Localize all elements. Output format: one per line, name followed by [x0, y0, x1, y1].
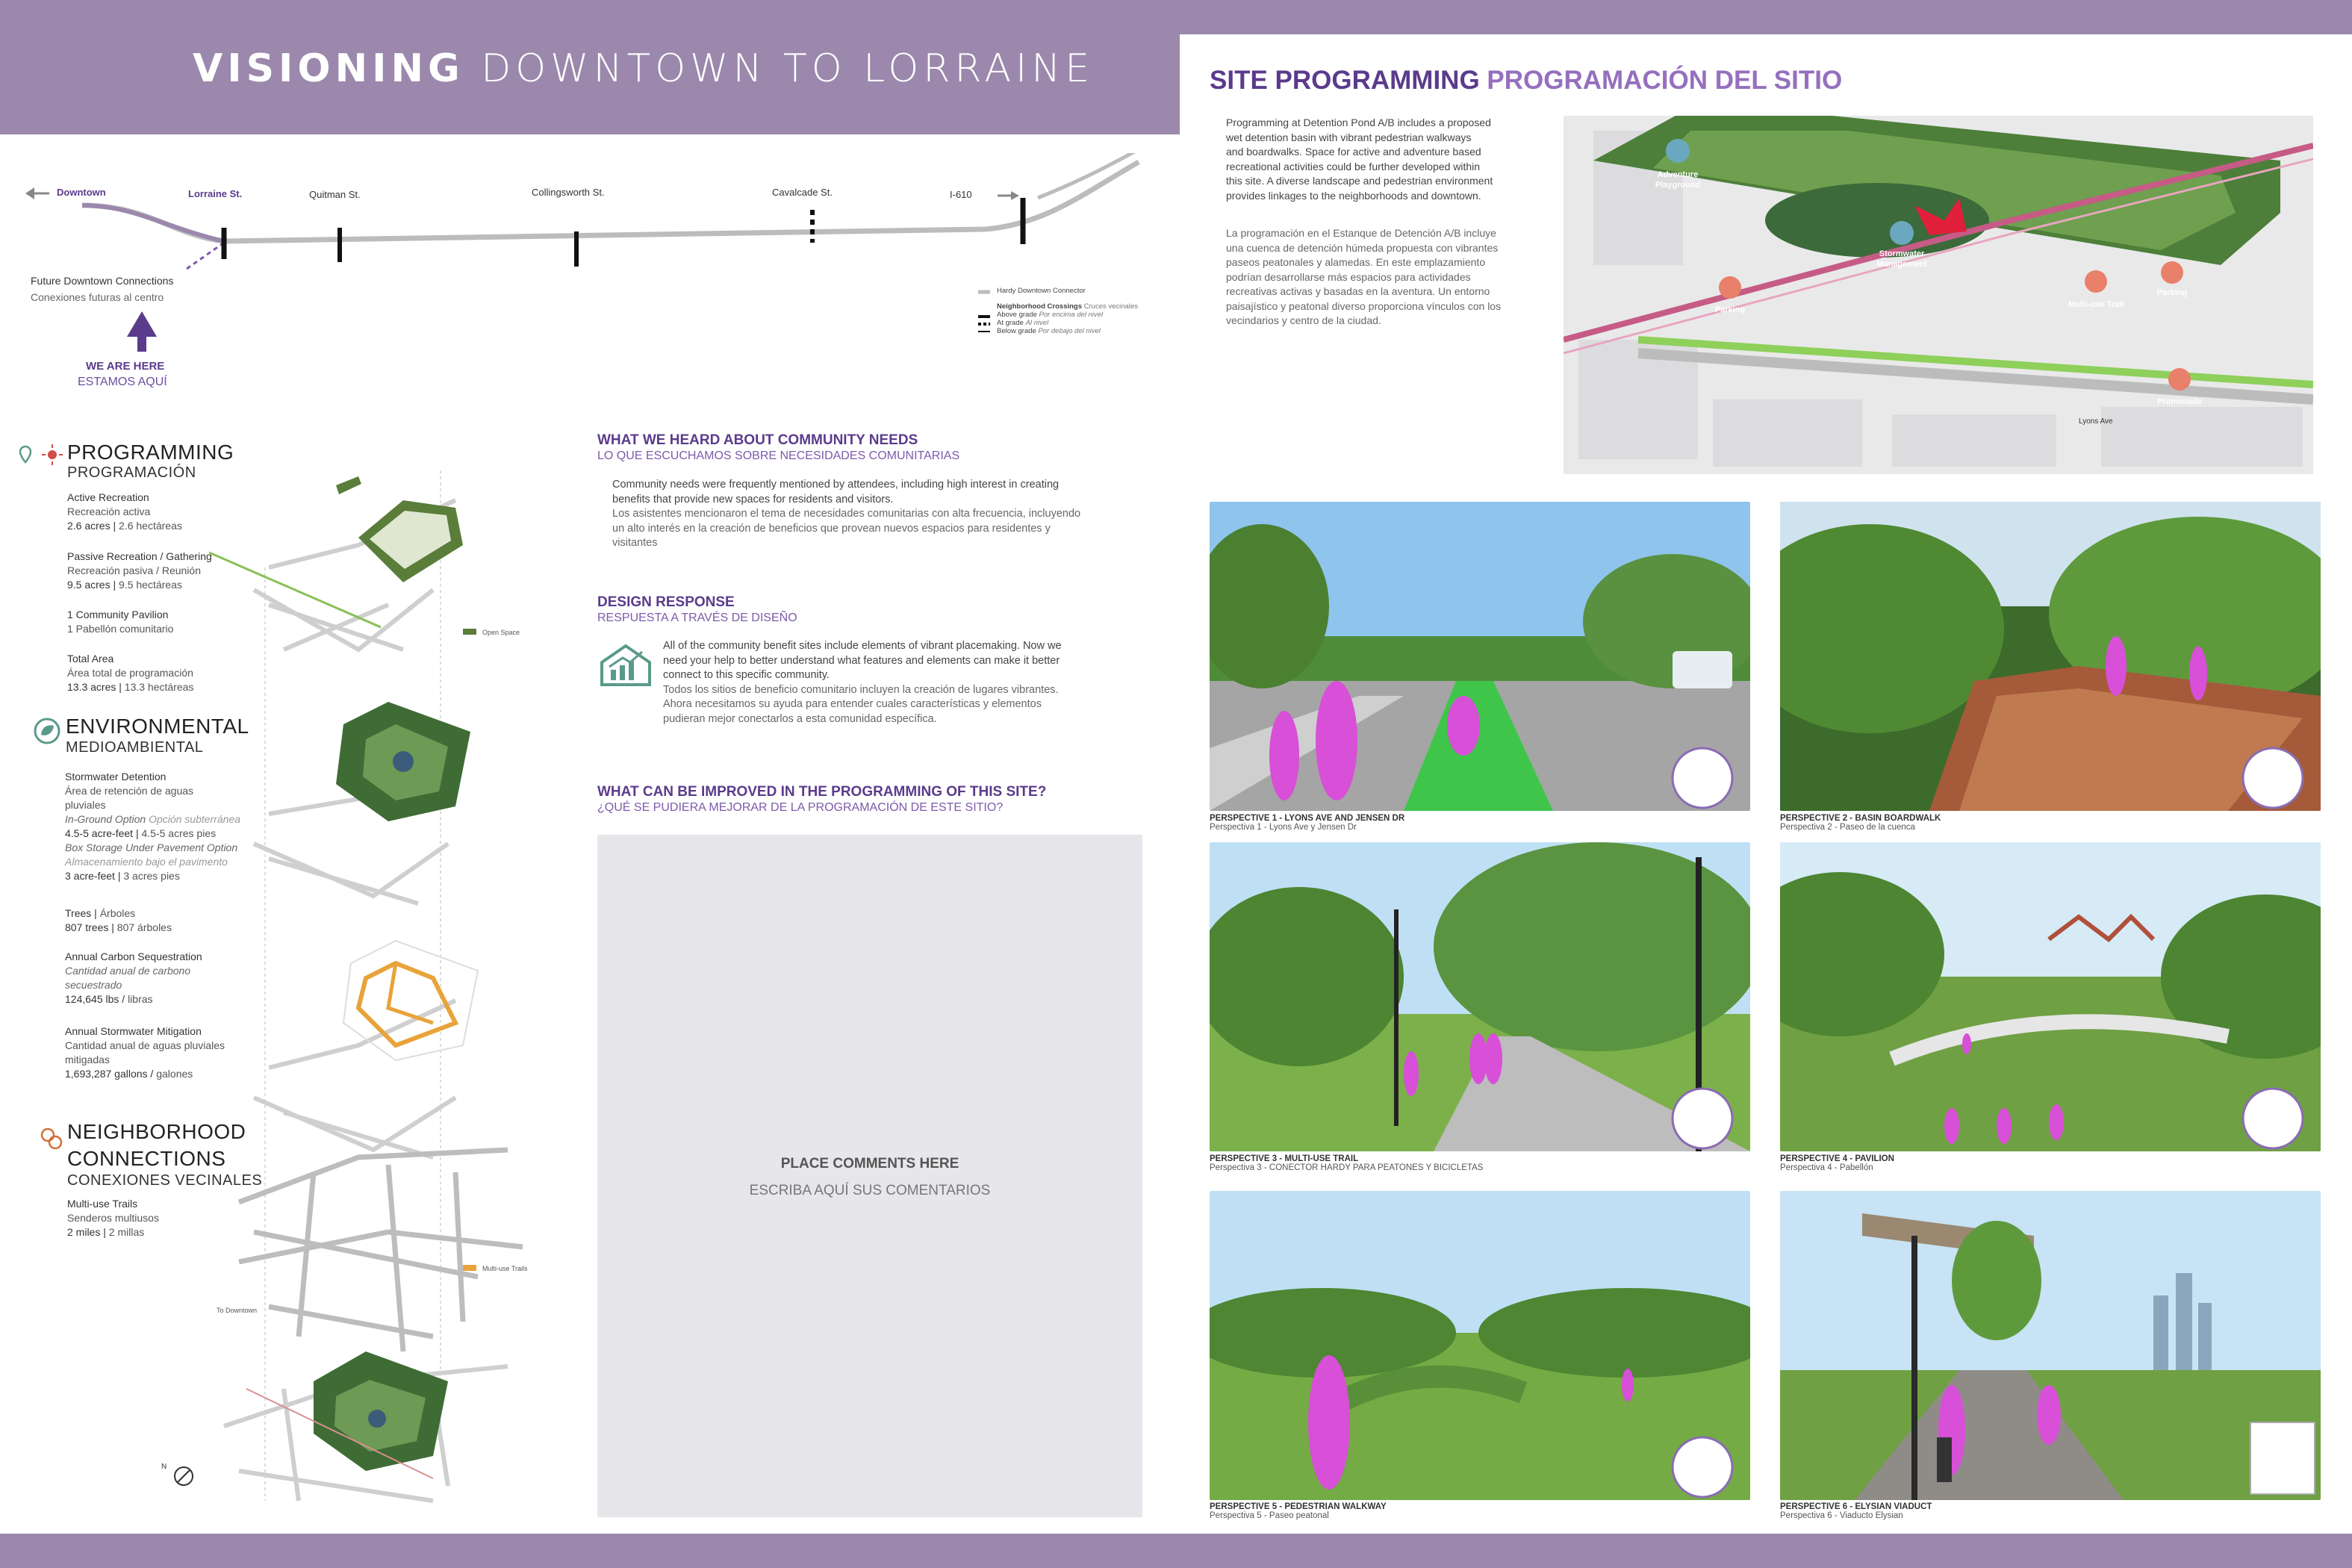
label-multi-use: Multi-use Trails — [482, 1265, 528, 1272]
programming-subtitle: PROGRAMACIÓN — [67, 464, 196, 481]
footer-band — [0, 1534, 2352, 1568]
svg-text:Multi-use Trail: Multi-use Trail — [2068, 300, 2124, 309]
improve-title: WHAT CAN BE IMPROVED IN THE PROGRAMMING … — [597, 784, 1047, 800]
environmental-subtitle: MEDIOAMBIENTAL — [66, 739, 204, 756]
svg-text:Management: Management — [1876, 260, 1927, 269]
svg-text:Lyons Ave: Lyons Ave — [2079, 417, 2113, 426]
north-arrow-icon: N — [161, 1463, 193, 1486]
comments-label: PLACE COMMENTS HERE — [780, 1156, 959, 1172]
perspective-4-caption: PERSPECTIVE 4 - PAVILION Perspectiva 4 -… — [1780, 1154, 1894, 1172]
svg-text:Parking: Parking — [2157, 288, 2187, 297]
future-connections: Future Downtown Connections — [31, 275, 174, 287]
route-quitman: Quitman St. — [309, 189, 361, 200]
perspective-6-caption: PERSPECTIVE 6 - ELYSIAN VIADUCT Perspect… — [1780, 1502, 1932, 1520]
perspective-1-image — [1210, 502, 1750, 811]
stat-passive-recreation: Passive Recreation / Gathering Recreació… — [67, 550, 212, 591]
estamos-aqui: ESTAMOS AQUÍ — [78, 376, 167, 388]
perspective-1-caption: PERSPECTIVE 1 - LYONS AVE AND JENSEN DR … — [1210, 814, 1405, 832]
perspective-3-image — [1210, 842, 1750, 1151]
stat-trails: Multi-use Trails Senderos multiusos 2 mi… — [67, 1198, 159, 1238]
stat-pavilion: 1 Community Pavilion 1 Pabellón comunita… — [67, 609, 174, 635]
heard-subtitle: LO QUE ESCUCHAMOS SOBRE NECESIDADES COMU… — [597, 449, 960, 462]
label-to-downtown: To Downtown — [217, 1307, 257, 1314]
stat-stormwater-mitigation: Annual Stormwater Mitigation Cantidad an… — [65, 1025, 225, 1080]
svg-text:Promenade: Promenade — [2157, 397, 2202, 406]
route-downtown: Downtown — [57, 187, 106, 198]
perspective-5-caption: PERSPECTIVE 5 - PEDESTRIAN WALKWAY Persp… — [1210, 1502, 1387, 1520]
svg-text:N: N — [161, 1463, 167, 1471]
future-connections-es: Conexiones futuras al centro — [31, 291, 164, 303]
chart-house-icon — [600, 644, 651, 686]
svg-text:Playground: Playground — [1655, 181, 1701, 190]
axonometric-diagrams: Open Space Multi-use Trails To Downtown — [209, 470, 528, 1503]
neighborhood-subtitle: CONEXIONES VECINALES — [67, 1172, 263, 1189]
perspective-5-image — [1210, 1191, 1750, 1500]
we-are-here: WE ARE HERE — [86, 360, 165, 373]
header-band — [0, 0, 1180, 134]
stat-stormwater: Stormwater Detention Área de retención d… — [65, 771, 241, 882]
site-aerial-map: Adventure Playground Stormwater Manageme… — [1564, 116, 2313, 474]
page-title: VISIONING DOWNTOWN TO LORRAINE — [193, 46, 1095, 91]
neighborhood-icon — [40, 1127, 63, 1150]
programming-title: PROGRAMMING — [67, 441, 234, 464]
svg-text:Parking: Parking — [1715, 305, 1745, 314]
perspective-4-image — [1780, 842, 2321, 1151]
perspective-2-image — [1780, 502, 2321, 811]
neighborhood-title-2: CONNECTIONS — [67, 1147, 226, 1170]
route-lorraine: Lorraine St. — [188, 188, 243, 199]
route-collingsworth: Collingsworth St. — [532, 187, 605, 198]
environmental-icon — [34, 718, 60, 744]
header-band-right — [1180, 0, 2352, 34]
design-text: All of the community benefit sites inclu… — [663, 640, 1062, 725]
route-map — [25, 153, 1140, 352]
route-cavalcade: Cavalcade St. — [772, 187, 833, 198]
design-title: DESIGN RESPONSE — [597, 594, 735, 610]
stat-carbon: Annual Carbon Sequestration Cantidad anu… — [65, 951, 202, 1005]
svg-text:Adventure: Adventure — [1658, 170, 1698, 179]
svg-text:Stormwater: Stormwater — [1879, 249, 1925, 258]
design-subtitle: RESPUESTA A TRAVÉS DE DISEÑO — [597, 612, 797, 624]
neighborhood-title-1: NEIGHBORHOOD — [67, 1120, 246, 1143]
route-i610: I-610 — [950, 189, 972, 200]
stat-total-area: Total Area Área total de programación 13… — [67, 653, 194, 693]
label-open-space: Open Space — [482, 629, 520, 636]
perspective-6-image — [1780, 1191, 2321, 1500]
route-legend: Hardy Downtown Connector Neighborhood Cr… — [997, 287, 1138, 335]
heard-text: Community needs were frequently mentione… — [612, 479, 1081, 549]
perspective-3-caption: PERSPECTIVE 3 - MULTI-USE TRAIL Perspect… — [1210, 1154, 1484, 1172]
comment-area[interactable]: PLACE COMMENTS HERE ESCRIBA AQUÍ SUS COM… — [597, 835, 1142, 1517]
site-programming-en: Programming at Detention Pond A/B includ… — [1226, 116, 1493, 202]
heard-title: WHAT WE HEARD ABOUT COMMUNITY NEEDS — [597, 432, 918, 448]
perspective-2-caption: PERSPECTIVE 2 - BASIN BOARDWALK Perspect… — [1780, 814, 1941, 832]
programming-icon — [19, 444, 63, 465]
stat-trees: Trees | Árboles 807 trees | 807 árboles — [65, 907, 172, 933]
improve-subtitle: ¿QUÉ SE PUDIERA MEJORAR DE LA PROGRAMACI… — [597, 801, 1004, 814]
stat-active-recreation: Active Recreation Recreación activa 2.6 … — [67, 491, 182, 532]
site-programming-es: La programación en el Estanque de Detenc… — [1226, 227, 1502, 326]
comments-label-es: ESCRIBA AQUÍ SUS COMENTARIOS — [749, 1183, 991, 1198]
environmental-title: ENVIRONMENTAL — [66, 715, 249, 738]
site-programming-title: SITE PROGRAMMING PROGRAMACIÓN DEL SITIO — [1210, 66, 1843, 95]
